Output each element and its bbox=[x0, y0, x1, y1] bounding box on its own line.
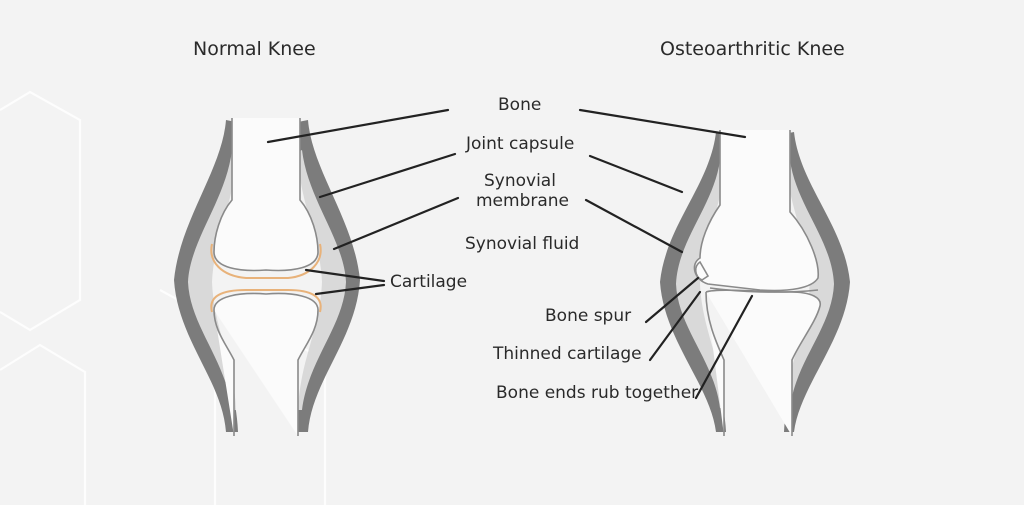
label-joint-capsule: Joint capsule bbox=[465, 134, 574, 154]
oa-upper-bone bbox=[693, 130, 819, 292]
leader-bone-ends-rub bbox=[694, 294, 754, 400]
leader-synovial-left bbox=[332, 196, 460, 251]
leader-lines bbox=[266, 108, 754, 400]
label-bone-spur: Bone spur bbox=[545, 306, 631, 326]
leader-synovial-right bbox=[584, 198, 684, 254]
leader-bone-spur bbox=[644, 276, 700, 324]
leader-capsule-left bbox=[318, 152, 457, 199]
label-cartilage: Cartilage bbox=[390, 272, 467, 292]
leader-cartilage-top bbox=[304, 268, 386, 283]
label-thinned-cartilage: Thinned cartilage bbox=[492, 344, 642, 364]
oa-bone-spur bbox=[694, 260, 710, 281]
label-synovial-line1: Synovial bbox=[484, 171, 556, 191]
normal-lower-bone bbox=[213, 292, 319, 436]
normal-knee-illustration bbox=[174, 118, 360, 436]
normal-knee-title: Normal Knee bbox=[193, 38, 316, 60]
normal-lower-cartilage bbox=[210, 289, 322, 313]
label-bone: Bone bbox=[498, 95, 541, 115]
leader-bone-left bbox=[266, 108, 450, 144]
normal-upper-cartilage bbox=[210, 243, 322, 279]
leader-capsule-right bbox=[588, 154, 684, 194]
normal-upper-bone bbox=[213, 118, 319, 272]
oa-thinned-cartilage bbox=[709, 287, 819, 293]
label-bone-ends-rub: Bone ends rub together bbox=[496, 383, 698, 403]
label-synovial-line2: membrane bbox=[476, 191, 569, 211]
label-synovial-fluid: Synovial fluid bbox=[465, 234, 579, 254]
leader-bone-right bbox=[578, 108, 747, 139]
oa-knee-title: Osteoarthritic Knee bbox=[660, 38, 845, 60]
leader-thinned-cartilage bbox=[648, 290, 702, 362]
leader-cartilage-bottom bbox=[314, 283, 386, 296]
